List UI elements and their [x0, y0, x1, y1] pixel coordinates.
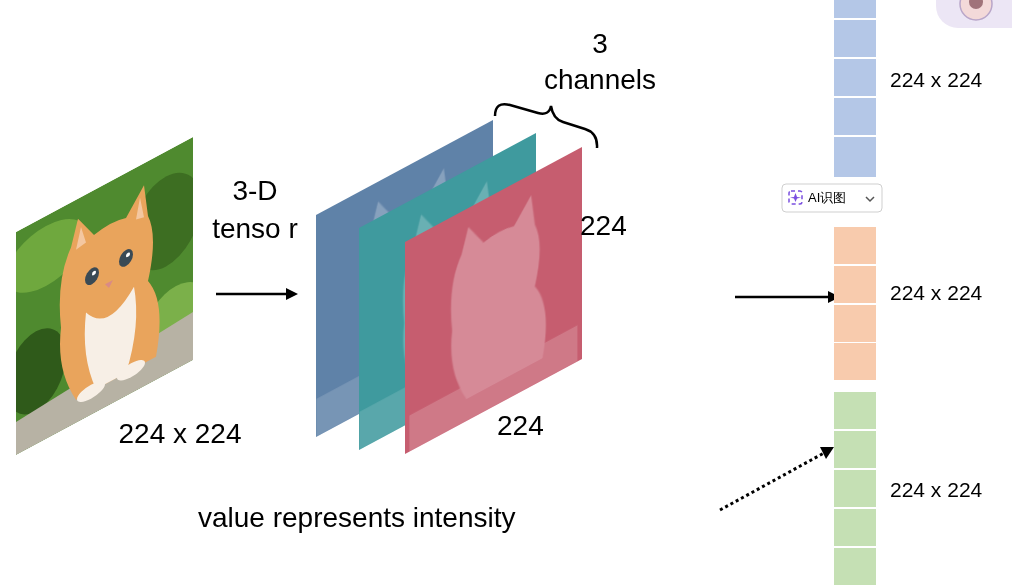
brace: [495, 104, 597, 148]
dimension: 224: [497, 408, 567, 443]
ai-icon: [790, 193, 801, 202]
size-label: 224 x 224: [890, 281, 982, 305]
button-text: AI识图: [808, 189, 864, 207]
kitten-photo: [6, 130, 206, 460]
avatar-face: [969, 0, 983, 9]
arrow-label: 3-D tenso r: [212, 172, 298, 248]
image-size: 224 x 224: [95, 416, 265, 451]
arrow-line: [735, 296, 830, 299]
channel-count: 3 channels: [540, 26, 660, 99]
arrow-head: [820, 447, 834, 459]
size-label: 224 x 224: [890, 68, 982, 92]
dimension: 224: [580, 208, 650, 243]
dotted-arrow: [720, 453, 824, 510]
chevron: [866, 197, 874, 201]
size-label: 224 x 224: [890, 478, 982, 502]
red-channel: [405, 147, 582, 454]
ai-button: [782, 184, 882, 212]
arrow-head: [286, 288, 298, 300]
note: value represents intensity: [198, 500, 618, 535]
avatar: [960, 0, 992, 20]
avatar-pill: [936, 0, 1012, 28]
vector-segment: 224 x 224: [834, 392, 876, 587]
ai-icon: [789, 191, 802, 204]
vector-segment: 224 x 224: [834, 0, 876, 177]
arrow-line: [216, 293, 290, 296]
vector-segment: 224 x 224: [834, 227, 876, 382]
